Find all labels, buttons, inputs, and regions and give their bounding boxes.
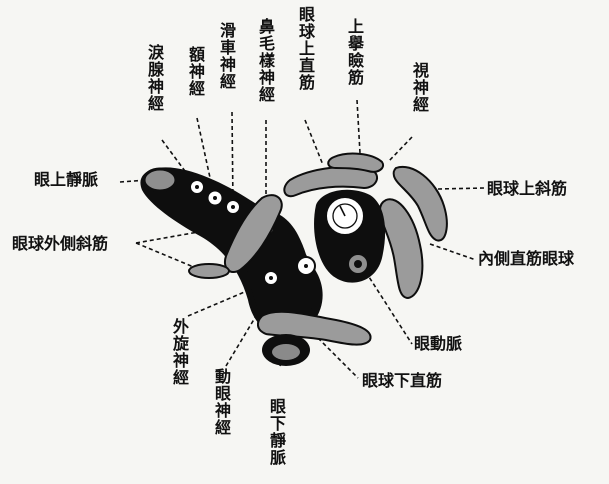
label-trochlear-nerve: 滑車神經: [217, 22, 236, 90]
leader-trochlear-nerve: [231, 111, 234, 206]
label-lateral-rectus: 眼球外側斜筋: [12, 234, 109, 253]
leader-medial-rectus: [429, 243, 477, 261]
leader-lateral-rectus-b: [135, 242, 197, 269]
label-superior-ophthalmic-vein: 眼上靜脈: [34, 170, 99, 189]
label-superior-rectus: 眼球上直筋: [296, 6, 315, 91]
label-frontal-nerve: 額神經: [186, 46, 205, 97]
leader-inferior-rectus: [317, 337, 359, 379]
lateral-rectus-muscle: [224, 194, 283, 274]
superior-rectus-muscle: [283, 165, 379, 198]
label-abducens-nerve: 外旋神經: [170, 318, 189, 386]
leader-superior-rectus: [304, 119, 324, 166]
leader-levator-palpebrae: [356, 99, 361, 154]
label-oculomotor-nerve: 動眼神經: [212, 368, 231, 436]
label-ophthalmic-artery: 眼動脈: [414, 334, 463, 353]
medial-rectus-muscle: [378, 198, 424, 300]
label-inferior-ophthalmic-vein: 眼下靜脈: [267, 398, 286, 466]
label-inferior-rectus: 眼球下直筋: [362, 371, 443, 390]
label-lacrimal-nerve: 淚腺神經: [145, 44, 164, 112]
label-superior-oblique: 眼球上斜筋: [487, 179, 568, 198]
leader-oculomotor-nerve: [225, 280, 278, 367]
label-medial-rectus: 內側直筋眼球: [478, 249, 575, 268]
inferior-rectus-muscle: [256, 310, 372, 346]
leader-superior-oblique: [437, 187, 485, 190]
levator-palpebrae-muscle: [327, 152, 384, 173]
label-levator-palpebrae: 上擧瞼筋: [345, 18, 364, 86]
lateral-rectus-lower: [188, 263, 230, 279]
superior-ophthalmic-vein: [142, 167, 178, 193]
label-nasociliary-nerve: 鼻毛樣神經: [256, 18, 275, 103]
leader-lacrimal-nerve: [161, 139, 197, 187]
leader-optic-nerve: [387, 136, 413, 163]
label-optic-nerve: 視神經: [410, 62, 429, 113]
superior-oblique-muscle: [392, 165, 448, 242]
leader-ophthalmic-artery: [361, 265, 413, 345]
